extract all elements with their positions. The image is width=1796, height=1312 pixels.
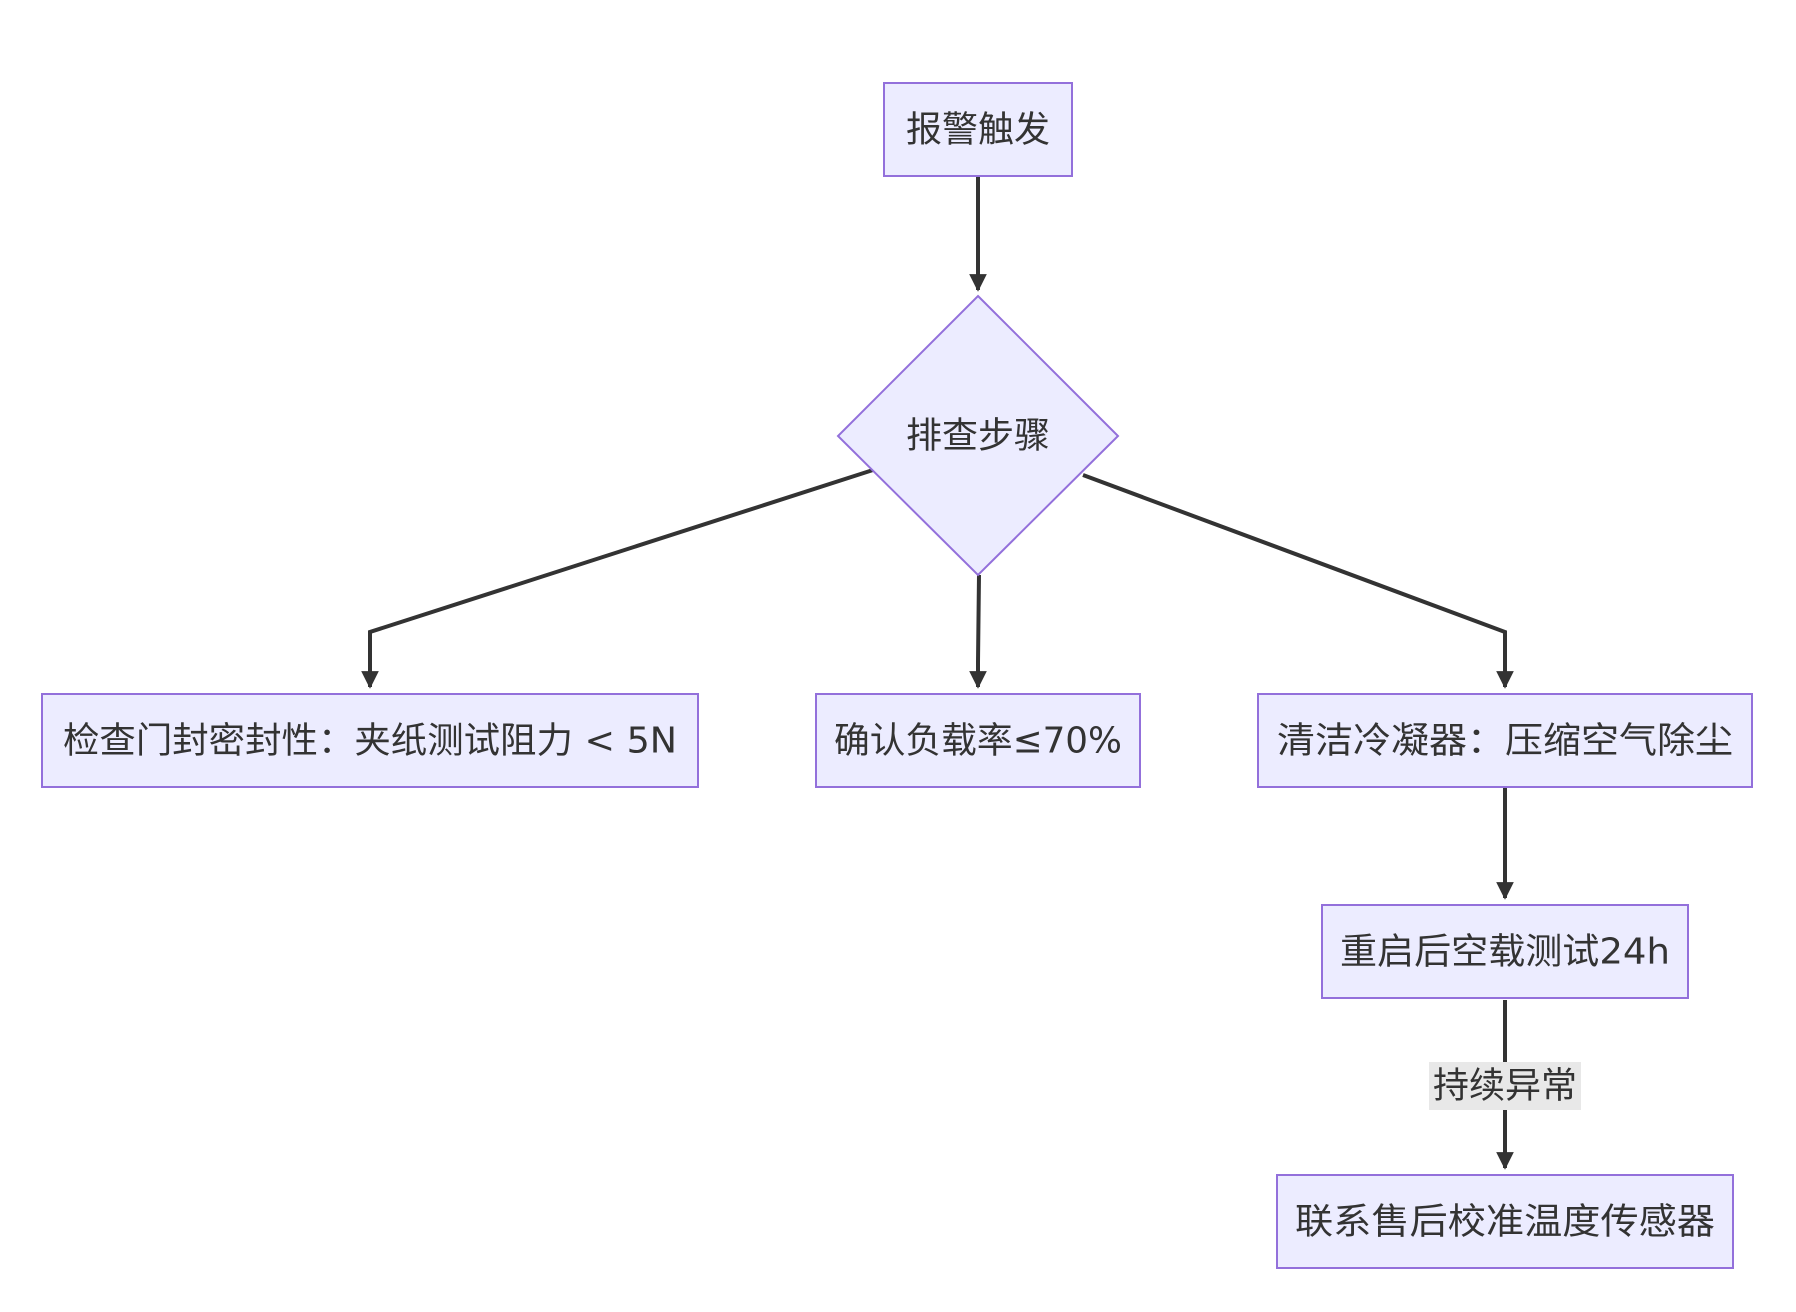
node-check-steps-decision[interactable]: 排查步骤 xyxy=(836,294,1120,577)
edges xyxy=(361,176,1514,1170)
node-confirm-load-rate[interactable]: 确认负载率≤70% xyxy=(815,693,1141,788)
node-label: 排查步骤 xyxy=(906,416,1050,457)
node-label: 检查门封密封性：夹纸测试阻力 < 5N xyxy=(63,721,677,762)
node-label: 重启后空载测试24h xyxy=(1340,932,1670,973)
node-label: 报警触发 xyxy=(906,110,1050,151)
node-alarm-trigger[interactable]: 报警触发 xyxy=(883,82,1073,177)
node-clean-condenser[interactable]: 清洁冷凝器：压缩空气除尘 xyxy=(1257,693,1753,788)
edge-check-to-load xyxy=(969,574,987,689)
node-label: 联系售后校准温度传感器 xyxy=(1295,1202,1715,1243)
edge-check-to-seal xyxy=(361,468,874,689)
node-label: 清洁冷凝器：压缩空气除尘 xyxy=(1277,721,1733,762)
node-contact-after-sales[interactable]: 联系售后校准温度传感器 xyxy=(1276,1174,1734,1269)
node-label: 确认负载率≤70% xyxy=(834,721,1122,762)
edge-label-background xyxy=(1429,1062,1581,1110)
node-restart-test[interactable]: 重启后空载测试24h xyxy=(1321,904,1689,999)
edge-label-text: 持续异常 xyxy=(1433,1066,1577,1107)
node-check-door-seal[interactable]: 检查门封密封性：夹纸测试阻力 < 5N xyxy=(41,693,699,788)
edge-check-to-clean xyxy=(1082,473,1514,689)
edge-label-continued-abnormal: 持续异常 xyxy=(1429,1062,1581,1110)
